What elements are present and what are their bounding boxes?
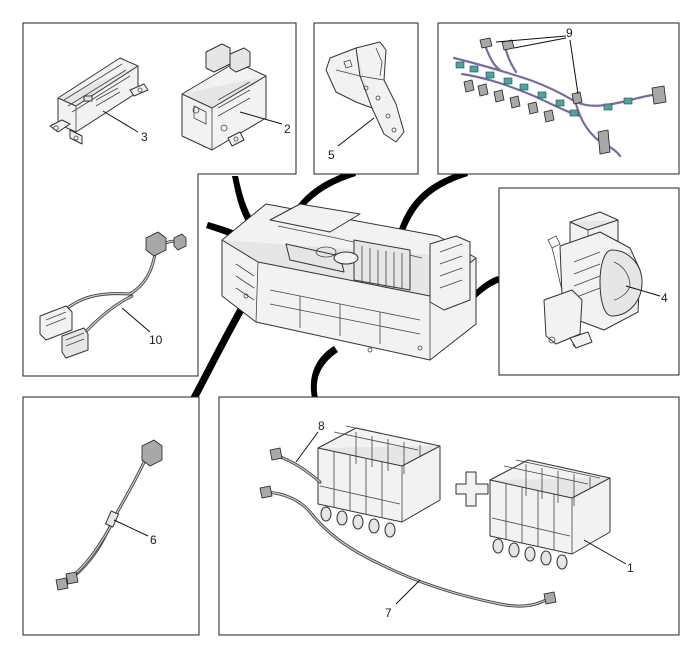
part-8-bus-cable bbox=[269, 447, 322, 484]
leader-9b bbox=[513, 37, 567, 49]
callout-1: 1 bbox=[627, 561, 634, 575]
leader-7 bbox=[395, 579, 421, 605]
panel-9 bbox=[437, 22, 680, 175]
callout-3: 3 bbox=[141, 130, 148, 144]
battery-module-left bbox=[317, 425, 441, 538]
leader-3 bbox=[102, 110, 139, 133]
harness-connectors bbox=[455, 37, 667, 155]
callout-10: 10 bbox=[149, 333, 163, 347]
leader-2 bbox=[239, 111, 283, 125]
module-right-terminals bbox=[492, 538, 568, 570]
part-3-bms-module bbox=[49, 57, 149, 145]
part-7-bus-cable bbox=[259, 485, 557, 608]
plus-icon bbox=[455, 471, 489, 507]
swoosh-to-panel-9 bbox=[398, 170, 468, 234]
callout-5: 5 bbox=[328, 148, 335, 162]
leader-9a bbox=[495, 35, 567, 43]
swoosh-to-panel-4 bbox=[470, 276, 500, 300]
callout-2: 2 bbox=[284, 122, 291, 136]
part-10-wiring-harness bbox=[39, 231, 187, 359]
connector-swooshes bbox=[190, 170, 500, 402]
battery-pack-main bbox=[221, 203, 477, 361]
leader-10 bbox=[121, 307, 151, 333]
leader-6 bbox=[113, 519, 149, 537]
part-9-wiring-harness bbox=[452, 37, 667, 158]
leader-4 bbox=[625, 285, 661, 297]
callout-4: 4 bbox=[661, 291, 668, 305]
part-2-power-relay-assembly bbox=[181, 43, 267, 151]
leader-8 bbox=[295, 431, 319, 463]
battery-module-right bbox=[489, 459, 611, 570]
swoosh-to-panel-5 bbox=[294, 170, 356, 212]
leader-9c bbox=[569, 39, 579, 95]
leader-5 bbox=[337, 117, 375, 147]
leader-1 bbox=[583, 539, 627, 565]
callout-9: 9 bbox=[566, 26, 573, 40]
swoosh-to-panel-6 bbox=[190, 304, 246, 402]
callout-7: 7 bbox=[385, 606, 392, 620]
swoosh-to-panel-3-2 bbox=[232, 176, 256, 228]
part-4-cooling-fan-assembly bbox=[543, 211, 643, 349]
callout-8: 8 bbox=[318, 419, 325, 433]
part-5-bracket bbox=[325, 41, 405, 143]
swoosh-to-panel-modules bbox=[310, 346, 338, 398]
callout-6: 6 bbox=[150, 533, 157, 547]
part-6-wiring-lead bbox=[55, 439, 163, 591]
module-left-terminals bbox=[320, 506, 396, 538]
